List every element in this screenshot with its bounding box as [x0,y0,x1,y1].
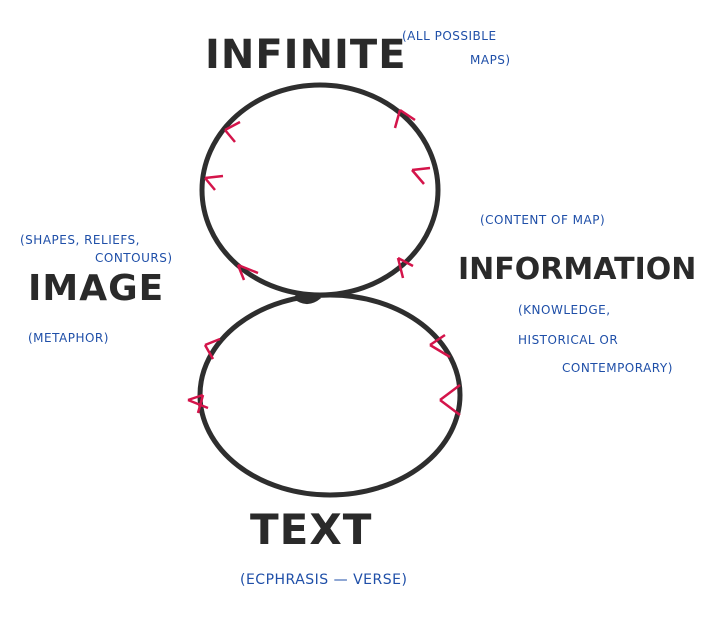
note-text: (ECPHRASIS — VERSE) [240,572,408,588]
note-information-3: CONTEMPORARY) [562,361,673,375]
label-infinite: INFINITE [205,32,407,78]
junction-mark [293,293,321,304]
red-tick-marks [187,108,461,416]
note-image-bottom: (METAPHOR) [28,331,109,345]
note-infinite-1: (ALL POSSIBLE [402,29,497,43]
note-information-2: HISTORICAL OR [518,333,619,347]
label-image: IMAGE [28,268,165,309]
tick [187,393,209,414]
tick [203,337,221,360]
tick [236,263,259,281]
note-information-1: (KNOWLEDGE, [518,303,611,317]
tick [429,333,451,359]
note-image-top-2: CONTOURS) [95,251,173,265]
top-loop [199,82,441,298]
tick [411,166,431,185]
note-infinite-2: MAPS) [470,53,511,67]
tick [224,120,241,143]
tick [393,108,416,129]
note-image-top-1: (SHAPES, RELIEFS, [20,233,140,247]
tick [396,256,414,279]
tick [204,174,224,191]
tick [439,384,461,416]
note-information-top: (CONTENT OF MAP) [480,213,606,227]
bottom-loop [197,292,463,498]
label-text: TEXT [250,505,373,554]
label-information: INFORMATION [458,252,697,287]
